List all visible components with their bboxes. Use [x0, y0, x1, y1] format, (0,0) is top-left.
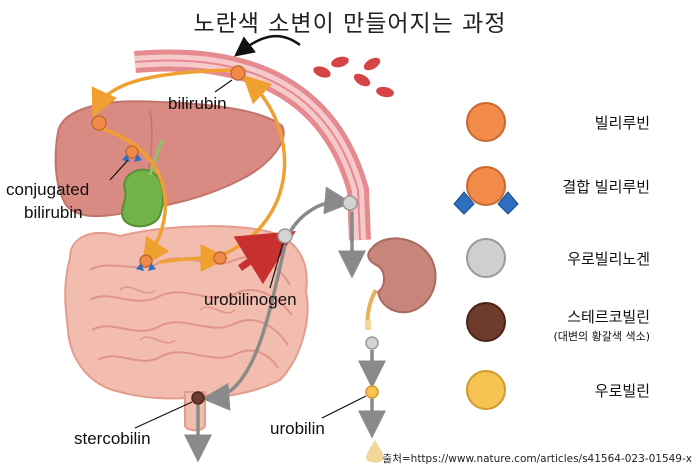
liver [54, 100, 285, 218]
legend-urobilinogen-icon [466, 238, 506, 278]
blood-vessel [134, 49, 371, 241]
label-bilirubin: bilirubin [168, 94, 227, 113]
stercobilin-molecule [191, 391, 205, 405]
arrow-vessel-to-liver [91, 68, 233, 118]
arrow-to-stercobilin [201, 244, 287, 411]
urobilinogen-molecule-blood [342, 195, 358, 211]
arrow-urobilinogen-to-blood [288, 186, 353, 233]
legend-label: 스테르코빌린 [567, 308, 650, 326]
legend: 빌리루빈 결합 빌리루빈 우로빌리노겐 스테르코빌린 (대변의 황갈색 색소) … [453, 102, 650, 410]
gallbladder [121, 139, 165, 228]
urobilinogen-molecule-urine [365, 336, 379, 350]
conjugated-pointer [109, 159, 129, 181]
label-conjugated-line1: conjugated [6, 180, 89, 199]
legend-label: 우로빌린 [595, 382, 650, 400]
diagram-title: 노란색 소변이 만들어지는 과정 [193, 11, 507, 37]
legend-urobilin-icon [466, 370, 506, 410]
arrow-liver-to-intestine [99, 126, 170, 267]
legend-conjugate-left-icon [453, 191, 475, 215]
intestine [64, 225, 309, 432]
legend-item-conjugated-bilirubin: 결합 빌리루빈 [453, 166, 650, 215]
urobilin-molecule-urine [365, 385, 379, 399]
legend-item-bilirubin: 빌리루빈 [466, 102, 650, 142]
bilirubin-molecule [230, 65, 246, 81]
stercobilin-pointer [134, 401, 193, 429]
legend-stercobilin-icon [466, 302, 506, 342]
arrow-red-conversion [233, 230, 296, 285]
legend-item-urobilinogen: 우로빌리노겐 [466, 238, 650, 278]
red-blood-cells [313, 56, 394, 98]
legend-item-stercobilin: 스테르코빌린 (대변의 황갈색 색소) [466, 302, 650, 343]
bilirubin-molecule-gut [213, 251, 227, 265]
bilirubin-pointer [214, 79, 233, 93]
legend-conjugated-bilirubin-icon [466, 166, 506, 206]
conjugated-bilirubin-molecule-gut [136, 254, 156, 271]
kidney [365, 237, 437, 331]
urobilinogen-pointer [269, 242, 284, 289]
urobilin-pointer [321, 395, 367, 419]
legend-bilirubin-icon [466, 102, 506, 142]
legend-label: 결합 빌리루빈 [562, 178, 650, 196]
bilirubin-molecule-liver [91, 115, 107, 131]
source-citation: 출처=https://www.nature.com/articles/s4156… [382, 453, 692, 465]
urine-drop-icon [366, 440, 384, 463]
label-stercobilin: stercobilin [74, 429, 151, 448]
legend-conjugate-right-icon [497, 191, 519, 215]
rbc-entry-arrow [234, 34, 301, 57]
conjugated-bilirubin-molecule [122, 145, 142, 162]
label-urobilinogen: urobilinogen [204, 290, 297, 309]
urobilinogen-molecule [277, 228, 293, 244]
label-conjugated-line2: bilirubin [24, 203, 83, 222]
legend-label: 우로빌리노겐 [567, 250, 650, 268]
legend-label: 빌리루빈 [595, 114, 650, 132]
legend-sublabel: (대변의 황갈색 색소) [553, 329, 650, 343]
legend-item-urobilin: 우로빌린 [466, 370, 650, 410]
label-urobilin: urobilin [270, 419, 325, 438]
